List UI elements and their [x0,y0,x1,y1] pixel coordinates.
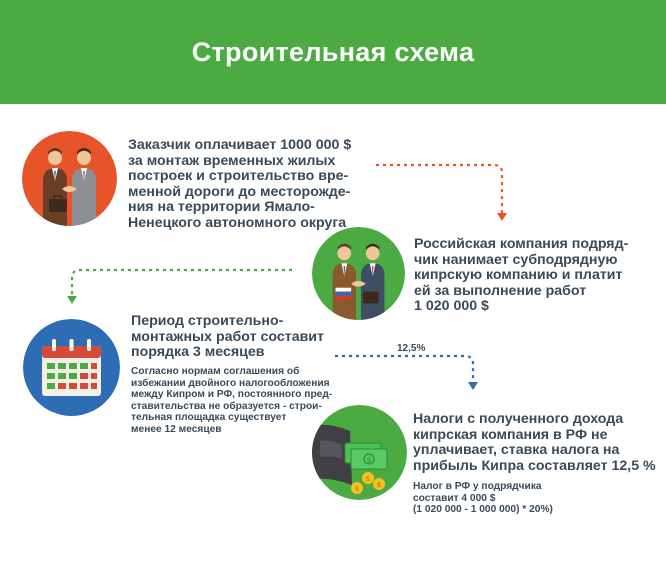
tax-rate-label: 12,5% [397,343,426,354]
svg-text:$: $ [355,485,359,493]
step1-text: Заказчик оплачивает 1000 000 $ за монтаж… [128,137,352,231]
svg-text:$: $ [366,456,371,465]
step3-text: Период строительно- монтажных работ сост… [131,313,324,360]
wallet-money-icon: $ $ $ $ [312,405,407,500]
svg-text:$: $ [377,481,381,489]
header-bar: Строительная схема [0,0,666,104]
calendar-icon [23,319,120,416]
handshake-icon [312,227,405,320]
step2-text: Российская компания подряд- чик нанимает… [414,236,629,314]
connector-orange-arrow [376,163,507,221]
connector-blue-arrow [335,354,478,390]
step3-note: Согласно нормам соглашения об избежании … [131,366,333,435]
handshake-icon [22,131,117,226]
step4-text: Налоги с полученного дохода кипрская ком… [413,411,656,474]
connector-green-arrow [67,268,292,304]
step4-note: Налог в РФ у подрядчика составит 4 000 $… [413,481,553,515]
page-title: Строительная схема [191,36,475,67]
svg-text:$: $ [366,475,370,483]
